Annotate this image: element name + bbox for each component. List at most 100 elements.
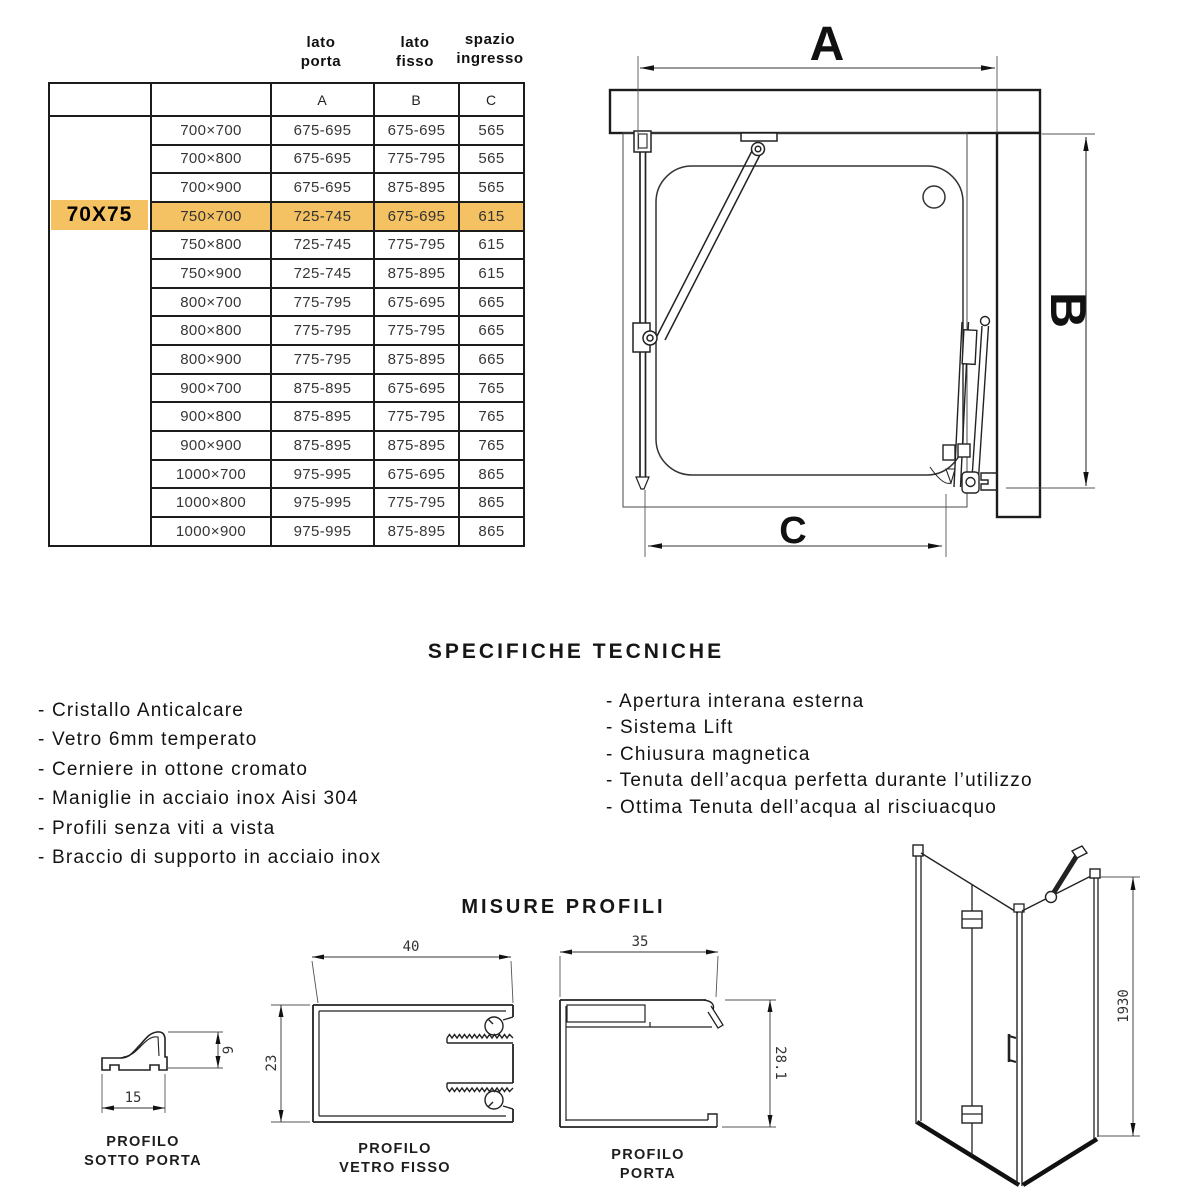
sotto-porta-width-dim: 15 (125, 1090, 142, 1106)
vetro-fisso-width-dim: 40 (403, 939, 420, 955)
table-row: 750×800 725-745 775-795 615 (49, 229, 525, 261)
cell-c: 565 (458, 172, 525, 203)
sotto-porta-height-dim: 9 (221, 1046, 237, 1054)
cell-size: 700×700 (150, 115, 272, 146)
plan-walls (608, 88, 1042, 519)
table-row: 900×700 875-895 675-695 765 (49, 372, 525, 404)
specs-list-right: - Apertura interana esterna - Sistema Li… (606, 689, 1033, 821)
cell-size: 750×700 (150, 200, 272, 232)
table-header-row: A B C (48, 82, 525, 117)
profile-sotto-porta-drawing: 15 9 (101, 1031, 237, 1113)
cell-c: 765 (458, 430, 525, 461)
cell-c: 565 (458, 143, 525, 175)
cell-c: 765 (458, 372, 525, 404)
cell-a: 775-795 (270, 344, 375, 375)
profile-label-line: PORTA (619, 1165, 677, 1182)
cell-size: 750×900 (150, 258, 272, 289)
table-row: 700×700 675-695 675-695 565 (48, 115, 525, 547)
cell-b: 875-895 (373, 344, 460, 375)
table-row: 750×900 725-745 875-895 615 (49, 258, 525, 289)
cell-b: 775-795 (373, 315, 460, 347)
table-row: 800×900 775-795 875-895 665 (49, 344, 525, 375)
group-label-line: porta (300, 53, 342, 70)
cell-size: 800×900 (150, 344, 272, 375)
plan-shower-tray (655, 165, 964, 476)
cell-c: 665 (458, 286, 525, 318)
cell-c: 665 (458, 315, 525, 347)
cell-a: 725-745 (270, 200, 375, 232)
plan-enclosure-outline (622, 132, 968, 508)
porta-width-dim: 35 (632, 934, 649, 950)
plan-fixed-glass (633, 130, 652, 490)
spec-item: - Sistema Lift (606, 717, 734, 739)
column-letter-a: A (270, 82, 375, 117)
column-group-lato-porta: lato porta (266, 33, 376, 71)
cell-a: 975-995 (270, 515, 375, 547)
plan-dim-label-b: B (1040, 292, 1096, 328)
cell-c: 765 (458, 401, 525, 433)
spec-item: - Ottima Tenuta dell’acqua al risciuacqu… (606, 796, 998, 818)
drain (922, 185, 946, 209)
cell-size: 900×800 (150, 401, 272, 433)
spec-item: - Vetro 6mm temperato (38, 729, 258, 751)
cell-size: 800×700 (150, 286, 272, 318)
cell-size: 1000×900 (150, 515, 272, 547)
spec-item: - Maniglie in acciaio inox Aisi 304 (38, 788, 359, 810)
cell-b: 675-695 (373, 200, 460, 232)
cell-a: 675-695 (270, 143, 375, 175)
cell-size: 800×800 (150, 315, 272, 347)
cell-c: 615 (458, 258, 525, 289)
specs-title: SPECIFICHE TECNICHE (427, 640, 725, 663)
empty-header-cell (48, 82, 152, 117)
plan-folding-door (929, 315, 998, 494)
table-row-highlighted: 750×700 725-745 675-695 615 (49, 200, 525, 232)
group-label-line: fisso (395, 53, 434, 70)
cell-size: 900×700 (150, 372, 272, 404)
plan-view-diagram: A B C (608, 18, 1096, 557)
cell-a: 875-895 (270, 430, 375, 461)
cell-b: 775-795 (373, 401, 460, 433)
shower-3d-height-dim: 1930 (1116, 989, 1132, 1023)
spec-item: - Profili senza viti a vista (38, 817, 276, 839)
column-letter-b: B (373, 82, 460, 117)
profile-label-line: PROFILO (358, 1141, 432, 1157)
table-row: 700×900 675-695 875-895 565 (49, 172, 525, 203)
group-label-line: lato (400, 34, 430, 51)
cell-b: 875-895 (373, 515, 460, 547)
cell-b: 675-695 (373, 286, 460, 318)
cell-a: 775-795 (270, 286, 375, 318)
spec-item: - Cristallo Anticalcare (38, 700, 245, 721)
plan-dimensions (637, 56, 1095, 557)
empty-header-cell (150, 82, 272, 117)
cell-c: 665 (458, 344, 525, 375)
cell-b: 675-695 (373, 115, 460, 146)
cell-a: 875-895 (270, 401, 375, 433)
cell-b: 875-895 (373, 172, 460, 203)
cell-c: 615 (458, 229, 525, 261)
profile-vetro-fisso-drawing: 40 23 (264, 939, 514, 1123)
cell-c: 865 (458, 458, 525, 490)
profile-label-line: PROFILO (106, 1134, 180, 1150)
cell-c: 865 (458, 515, 525, 547)
table-row: 700×800 675-695 775-795 565 (49, 143, 525, 175)
spec-item: - Apertura interana esterna (606, 691, 865, 712)
cell-c: 865 (458, 487, 525, 518)
porta-height-dim: 28.1 (772, 1046, 788, 1080)
cell-a: 725-745 (270, 229, 375, 261)
size-table: A B C 700×700 675-695 675-695 565 700×80… (48, 82, 525, 547)
cell-b: 875-895 (373, 258, 460, 289)
table-row: 800×700 775-795 675-695 665 (49, 286, 525, 318)
cell-b: 775-795 (373, 487, 460, 518)
spec-item: - Chiusura magnetica (606, 743, 811, 765)
cell-size: 700×800 (150, 143, 272, 175)
plan-dim-label-c: C (779, 510, 806, 552)
highlighted-size-badge: 70X75 (51, 200, 148, 230)
column-group-spazio-ingresso: spazio ingresso (435, 30, 545, 68)
cell-a: 975-995 (270, 487, 375, 518)
shower-3d-sketch: 1930 (912, 844, 1140, 1187)
profiles-title: MISURE PROFILI (461, 896, 666, 918)
vetro-fisso-height-dim: 23 (264, 1055, 280, 1072)
table-row: 900×900 875-895 875-895 765 (49, 430, 525, 461)
cell-c: 565 (458, 115, 525, 146)
